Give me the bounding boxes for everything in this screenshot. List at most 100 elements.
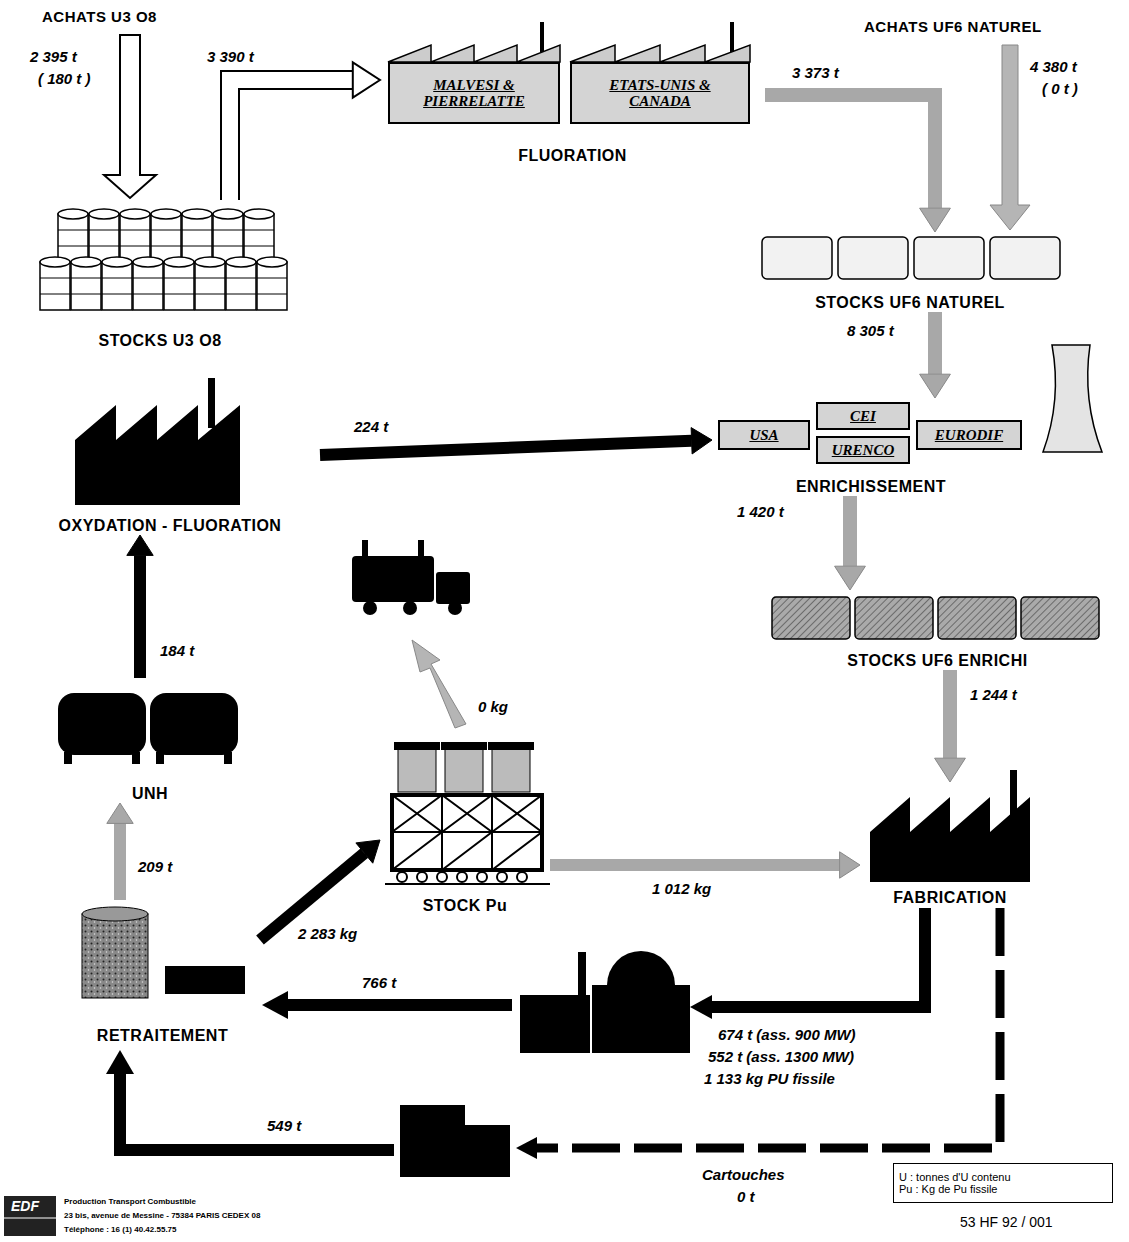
- plant-node: FABRICATION: [860, 782, 1040, 907]
- flow-quantity: 3 373 t: [790, 64, 841, 81]
- node-label: STOCK Pu: [420, 897, 511, 915]
- flow-quantity: 1 420 t: [735, 503, 786, 520]
- flow-label: 549 t: [265, 1117, 303, 1134]
- flow-connector: [550, 852, 860, 878]
- flow-quantity: 224 t: [352, 418, 390, 435]
- node-label: ETATS-UNIS & CANADA: [576, 77, 744, 110]
- uf6-containers: [762, 237, 1060, 279]
- arrow-head: [262, 991, 288, 1019]
- node-label: CEI: [847, 408, 879, 425]
- node-label: EURODIF: [932, 427, 1006, 444]
- factory: [870, 797, 1030, 882]
- stock-node: STOCKS U3 O8: [30, 200, 290, 350]
- footer-text: 23 bis, avenue de Messine - 75384 PARIS …: [62, 1211, 262, 1220]
- flow-label: ACHATS U3 O8: [40, 8, 159, 25]
- flow-label: 1 133 kg PU fissile: [702, 1070, 837, 1087]
- plant-box: USA: [718, 420, 810, 450]
- unh-tanks: [58, 693, 238, 764]
- flow-arrow: [712, 908, 925, 1007]
- factory: [75, 405, 240, 505]
- flow-connector: [230, 62, 380, 200]
- node-label: STOCKS UF6 ENRICHI: [844, 652, 1030, 670]
- node-label: USA: [746, 427, 781, 444]
- node-label: MALVESI & PIERRELATTE: [394, 77, 554, 110]
- stock-node: STOCK Pu: [380, 730, 550, 915]
- uf6-containers: [772, 597, 1099, 639]
- flow-quantity: 3 390 t: [205, 48, 256, 65]
- plutonium-store: [385, 742, 550, 884]
- arrow-head: [516, 1137, 537, 1159]
- node-label: STOCKS U3 O8: [95, 332, 224, 350]
- node-label: FABRICATION: [890, 889, 1010, 907]
- flow-label: 674 t (ass. 900 MW): [716, 1026, 858, 1043]
- flow-connector: [765, 95, 950, 232]
- stock-node: STOCKS UF6 NATUREL: [755, 232, 1065, 312]
- flow-connector: [835, 496, 866, 590]
- node-label: OXYDATION - FLUORATION: [56, 517, 285, 535]
- plant-box: MALVESI & PIERRELATTE: [388, 62, 560, 124]
- flow-quantity: 1 012 kg: [650, 880, 713, 897]
- chimney: [208, 378, 215, 428]
- flow-quantity: 2 283 kg: [296, 925, 359, 942]
- chimney: [730, 22, 734, 52]
- flow-quantity: 209 t: [136, 858, 174, 875]
- arrow-head: [106, 1050, 134, 1074]
- cooling-tower: [1043, 345, 1102, 452]
- plant-group: FLUORATION MALVESI & PIERRELATTE ETATS-UNI…: [380, 40, 765, 165]
- plant-box: ETATS-UNIS & CANADA: [570, 62, 750, 124]
- plant-node: OXYDATION - FLUORATION: [20, 375, 320, 535]
- plant-box: CEI: [816, 402, 910, 430]
- footer-text: EDF: [9, 1198, 41, 1214]
- legend-text: U : tonnes d'U contenu: [899, 1171, 1011, 1183]
- purchase-arrow: [104, 35, 156, 198]
- stock-node: UNH: [45, 678, 255, 803]
- flow-quantity: 8 305 t: [845, 322, 896, 339]
- node-label: URENCO: [829, 442, 898, 459]
- chimney: [540, 22, 544, 52]
- flow-label: 4 380 t: [1028, 58, 1079, 75]
- flow-label: ( 180 t ): [36, 70, 93, 87]
- flow-connector: [107, 803, 133, 900]
- logo: [4, 1196, 56, 1236]
- node-label: RETRAITEMENT: [94, 1027, 231, 1045]
- flow-label: Cartouches: [700, 1166, 787, 1183]
- node-label: STOCKS UF6 NATUREL: [812, 294, 1008, 312]
- reprocessing-plant: [82, 907, 245, 998]
- plant-box: URENCO: [816, 436, 910, 464]
- node-label: FLUORATION: [515, 147, 630, 165]
- factory-roof: [570, 45, 750, 62]
- flow-label: 0 kg: [476, 698, 510, 715]
- flow-connector: [920, 312, 951, 398]
- flow-label: 552 t (ass. 1300 MW): [706, 1048, 856, 1065]
- flow-label: 766 t: [360, 974, 398, 991]
- legend-text: Pu : Kg de Pu fissile: [899, 1183, 997, 1195]
- flow-connector: [935, 670, 966, 782]
- flow-label: 53 HF 92 / 001: [958, 1214, 1055, 1230]
- units-box: U : tonnes d'U contenuPu : Kg de Pu fiss…: [893, 1163, 1113, 1203]
- plant-box: EURODIF: [916, 420, 1022, 450]
- factory-roof: [388, 45, 560, 62]
- stock-node: STOCKS UF6 ENRICHI: [765, 590, 1110, 670]
- flow-quantity: 1 244 t: [968, 686, 1019, 703]
- flow-label: ACHATS UF6 NATUREL: [862, 18, 1044, 35]
- flow-connector: [127, 535, 153, 678]
- flow-arrow: [412, 640, 466, 728]
- chimney: [1010, 770, 1017, 815]
- flow-label: 0 t: [735, 1188, 757, 1205]
- flow-label: 2 395 t: [28, 48, 79, 65]
- flow-arrow: [286, 999, 512, 1011]
- barrel-stack: [40, 209, 287, 310]
- logo-line: [4, 1218, 56, 1219]
- plant-group: ENRICHISSEMENTUSACEIURENCOEURODIF: [712, 398, 1030, 496]
- dashed-flow: [535, 908, 1000, 1148]
- purchase-arrow: [990, 45, 1030, 230]
- flow-quantity: 184 t: [158, 642, 196, 659]
- reactor: [520, 951, 690, 1053]
- node-label: UNH: [129, 785, 171, 803]
- footer-text: Téléphone : 16 (1) 40.42.55.75: [62, 1225, 179, 1234]
- arrow-head: [690, 995, 712, 1019]
- flow-arrow: [120, 1072, 394, 1150]
